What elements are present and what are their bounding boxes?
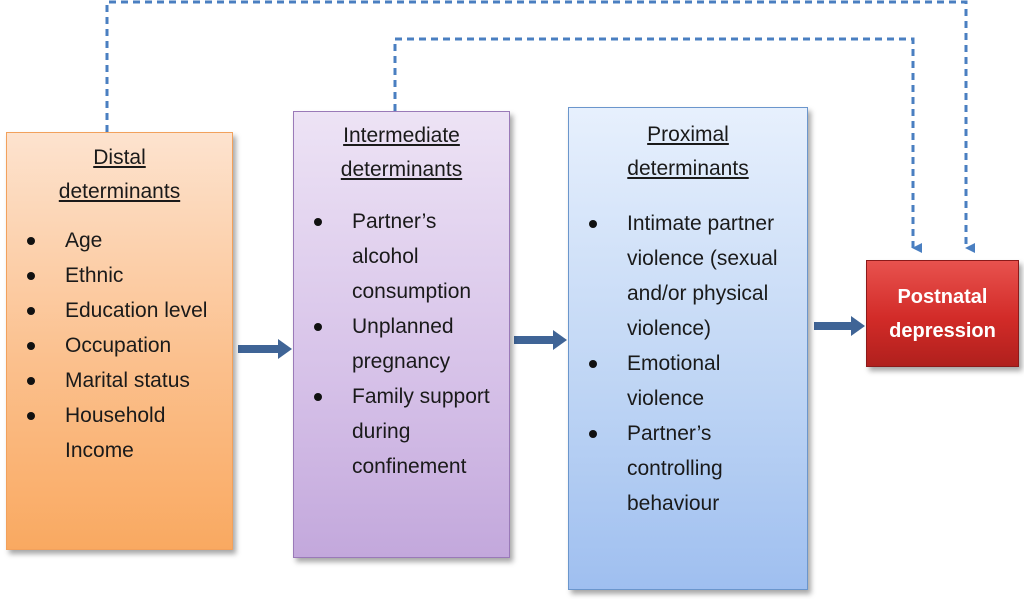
list-item: Marital status <box>7 363 224 398</box>
distal-item-marital: Marital status <box>65 369 190 392</box>
distal-title-line-1: Distal <box>93 146 146 169</box>
dashed-arrow-distal-to-outcome <box>105 0 975 253</box>
distal-item-occupation: Occupation <box>65 334 172 357</box>
intermediate-item-family-support: Family support during confinement <box>352 385 490 478</box>
list-item: Partner’s controlling behaviour <box>569 416 797 521</box>
bullet-icon <box>27 377 35 385</box>
outcome-label-line-2: depression <box>889 319 996 342</box>
solid-arrow-proximal-to-outcome <box>814 316 865 336</box>
distal-item-age: Age <box>65 229 103 252</box>
distal-items-list: Age Ethnic Education level Occupation Ma… <box>7 223 232 468</box>
dashed-arrow-intermediate-to-outcome <box>393 37 922 253</box>
intermediate-title-line-2: determinants <box>340 158 463 181</box>
distal-title: Distal determinants <box>7 141 232 209</box>
proximal-item-controlling: Partner’s controlling behaviour <box>627 422 723 515</box>
intermediate-items-list: Partner’s alcohol consumption Unplanned … <box>294 204 509 484</box>
bullet-icon <box>314 393 322 401</box>
list-item: Emotional violence <box>569 346 797 416</box>
proximal-title-line-1: Proximal <box>647 123 729 146</box>
list-item: Intimate partner violence (sexual and/or… <box>569 206 797 346</box>
bullet-icon <box>27 342 35 350</box>
distal-determinants-box: Distal determinants Age Ethnic Education… <box>6 132 233 550</box>
proximal-title: Proximal determinants <box>569 118 807 186</box>
list-item: Education level <box>7 293 224 328</box>
list-item: Family support during confinement <box>294 379 501 484</box>
intermediate-item-pregnancy: Unplanned pregnancy <box>352 315 454 373</box>
list-item: Partner’s alcohol consumption <box>294 204 501 309</box>
distal-item-ethnic: Ethnic <box>65 264 124 287</box>
bullet-icon <box>27 272 35 280</box>
intermediate-title: Intermediate determinants <box>294 119 509 187</box>
intermediate-item-alcohol: Partner’s alcohol consumption <box>352 210 472 303</box>
bullet-icon <box>314 323 322 331</box>
bullet-icon <box>314 218 322 226</box>
list-item: Unplanned pregnancy <box>294 309 501 379</box>
bullet-icon <box>27 412 35 420</box>
bullet-icon <box>27 237 35 245</box>
proximal-title-line-2: determinants <box>627 157 749 180</box>
bullet-icon <box>589 220 597 228</box>
outcome-label-line-1: Postnatal <box>897 285 988 308</box>
proximal-determinants-box: Proximal determinants Intimate partner v… <box>568 107 808 590</box>
solid-arrow-distal-to-intermediate <box>238 339 292 359</box>
postnatal-depression-box: Postnatal depression <box>866 260 1019 367</box>
list-item: Age <box>7 223 224 258</box>
distal-title-line-2: determinants <box>58 180 181 203</box>
distal-item-education: Education level <box>65 299 208 322</box>
proximal-items-list: Intimate partner violence (sexual and/or… <box>569 206 807 521</box>
list-item: Household Income <box>7 398 224 468</box>
proximal-item-ipv: Intimate partner violence (sexual and/or… <box>627 212 778 340</box>
bullet-icon <box>27 307 35 315</box>
intermediate-title-line-1: Intermediate <box>343 124 460 147</box>
solid-arrow-intermediate-to-proximal <box>514 330 567 350</box>
proximal-item-emotional: Emotional violence <box>627 352 721 410</box>
bullet-icon <box>589 430 597 438</box>
outcome-label: Postnatal depression <box>889 280 996 348</box>
distal-item-income: Household Income <box>65 404 166 462</box>
list-item: Occupation <box>7 328 224 363</box>
list-item: Ethnic <box>7 258 224 293</box>
intermediate-determinants-box: Intermediate determinants Partner’s alco… <box>293 111 510 558</box>
bullet-icon <box>589 360 597 368</box>
